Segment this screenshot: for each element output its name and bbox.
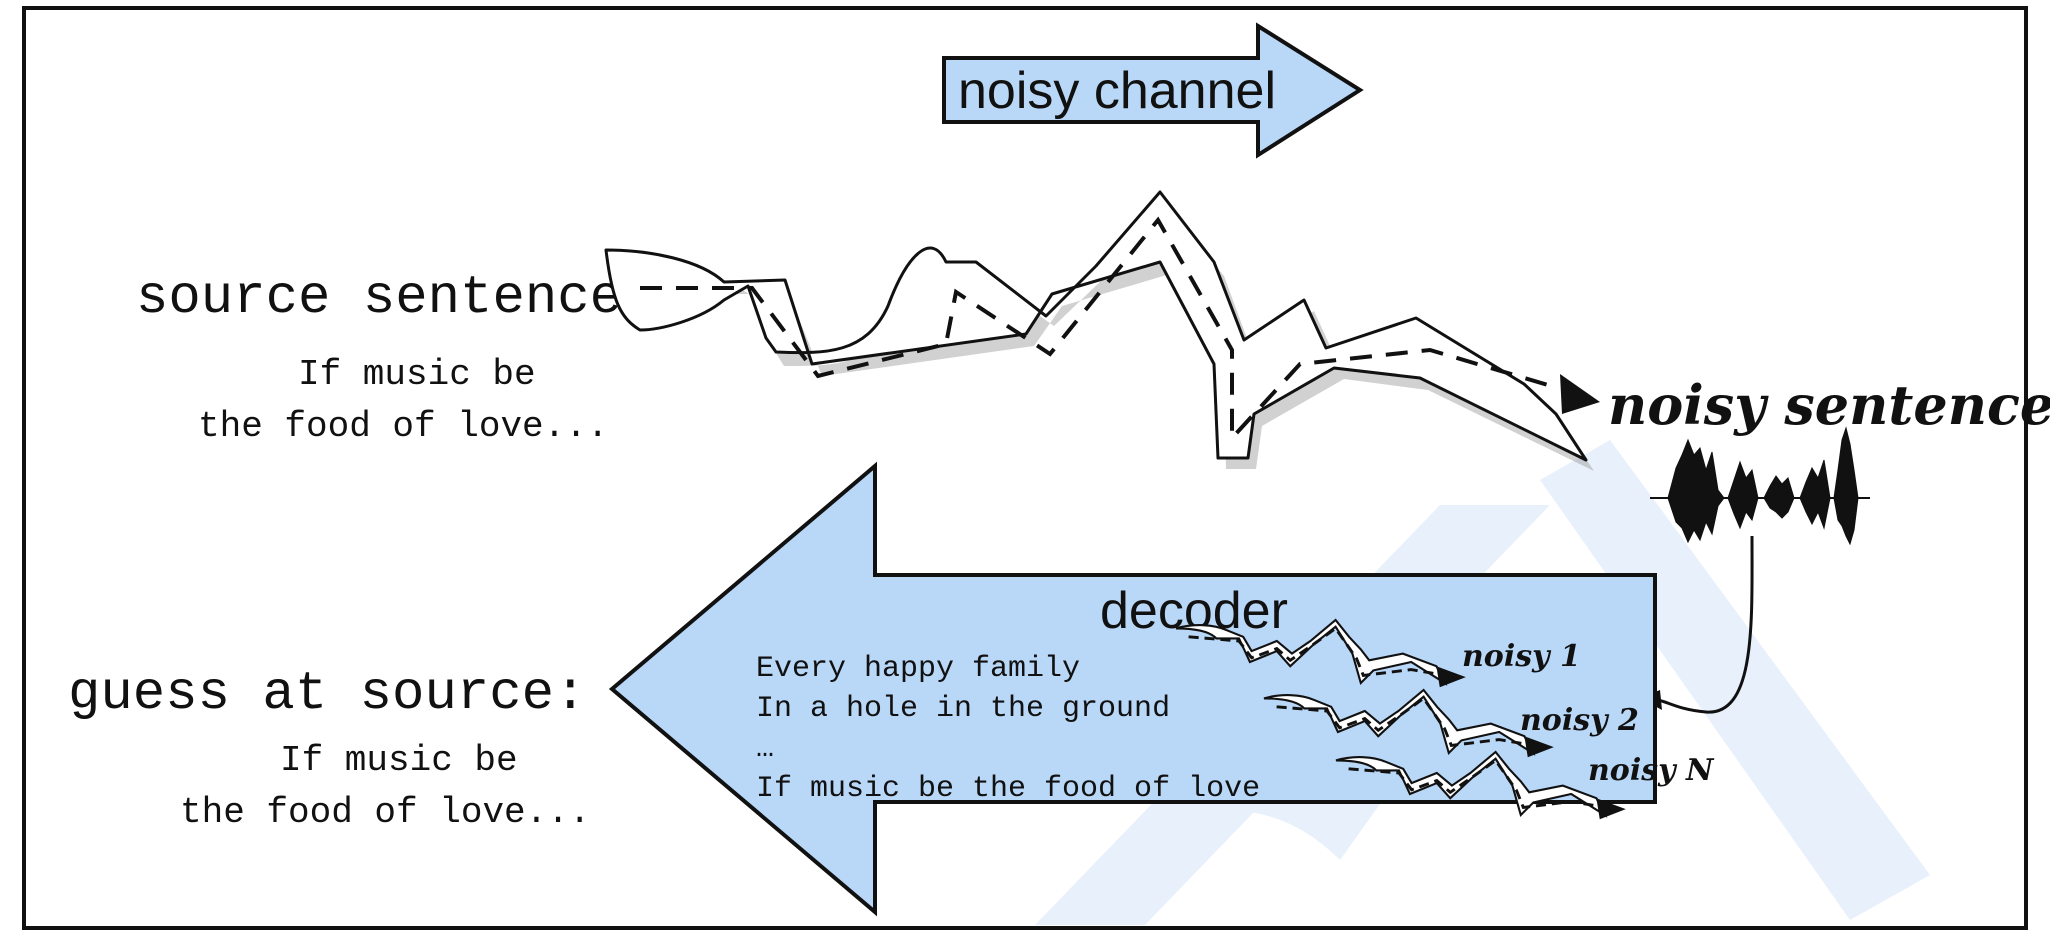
source-heading: source sentence	[136, 268, 622, 329]
waveform-burst-5	[1833, 426, 1859, 546]
channel-arrow	[942, 22, 1364, 159]
noisy-channel-ribbon	[604, 190, 1600, 471]
small-ribbon-1	[1175, 618, 1466, 688]
source-line-2: the food of love...	[198, 406, 608, 447]
small-ribbon-3	[1335, 750, 1626, 820]
noisy-output-2: noisy 2	[1520, 703, 1639, 738]
guess-heading: guess at source:	[68, 664, 586, 725]
watermark-stroke-right	[1540, 440, 1930, 920]
ribbon-arrowhead	[1560, 374, 1600, 414]
guess-line-2: the food of love...	[180, 792, 590, 833]
waveform-to-decoder-connector	[1657, 535, 1754, 714]
waveform-burst-2	[1727, 460, 1759, 530]
candidate-4: If music be the food of love	[756, 772, 1260, 806]
decoder-label: decoder	[1100, 582, 1288, 640]
noisy-output-n: noisy N	[1588, 753, 1715, 788]
small-ribbon-2	[1263, 688, 1554, 758]
outer-frame	[22, 6, 2028, 930]
ribbon-body	[604, 190, 1588, 462]
waveform-burst-4	[1799, 459, 1831, 530]
waveform-burst-3	[1763, 475, 1795, 519]
channel-label: noisy channel	[958, 62, 1276, 120]
noisy-sentence-label: noisy sentence	[1608, 373, 2050, 437]
guess-line-1: If music be	[280, 740, 518, 781]
ribbon-dashed-path	[640, 216, 1559, 444]
candidate-1: Every happy family	[756, 652, 1080, 686]
waveform-icon	[1650, 426, 1870, 546]
decoder-arrow	[608, 461, 1657, 917]
source-line-1: If music be	[298, 354, 536, 395]
candidate-2: In a hole in the ground	[756, 692, 1170, 726]
noisy-output-1: noisy 1	[1462, 639, 1581, 674]
waveform-burst-1	[1667, 438, 1725, 544]
candidate-3: …	[756, 732, 774, 766]
